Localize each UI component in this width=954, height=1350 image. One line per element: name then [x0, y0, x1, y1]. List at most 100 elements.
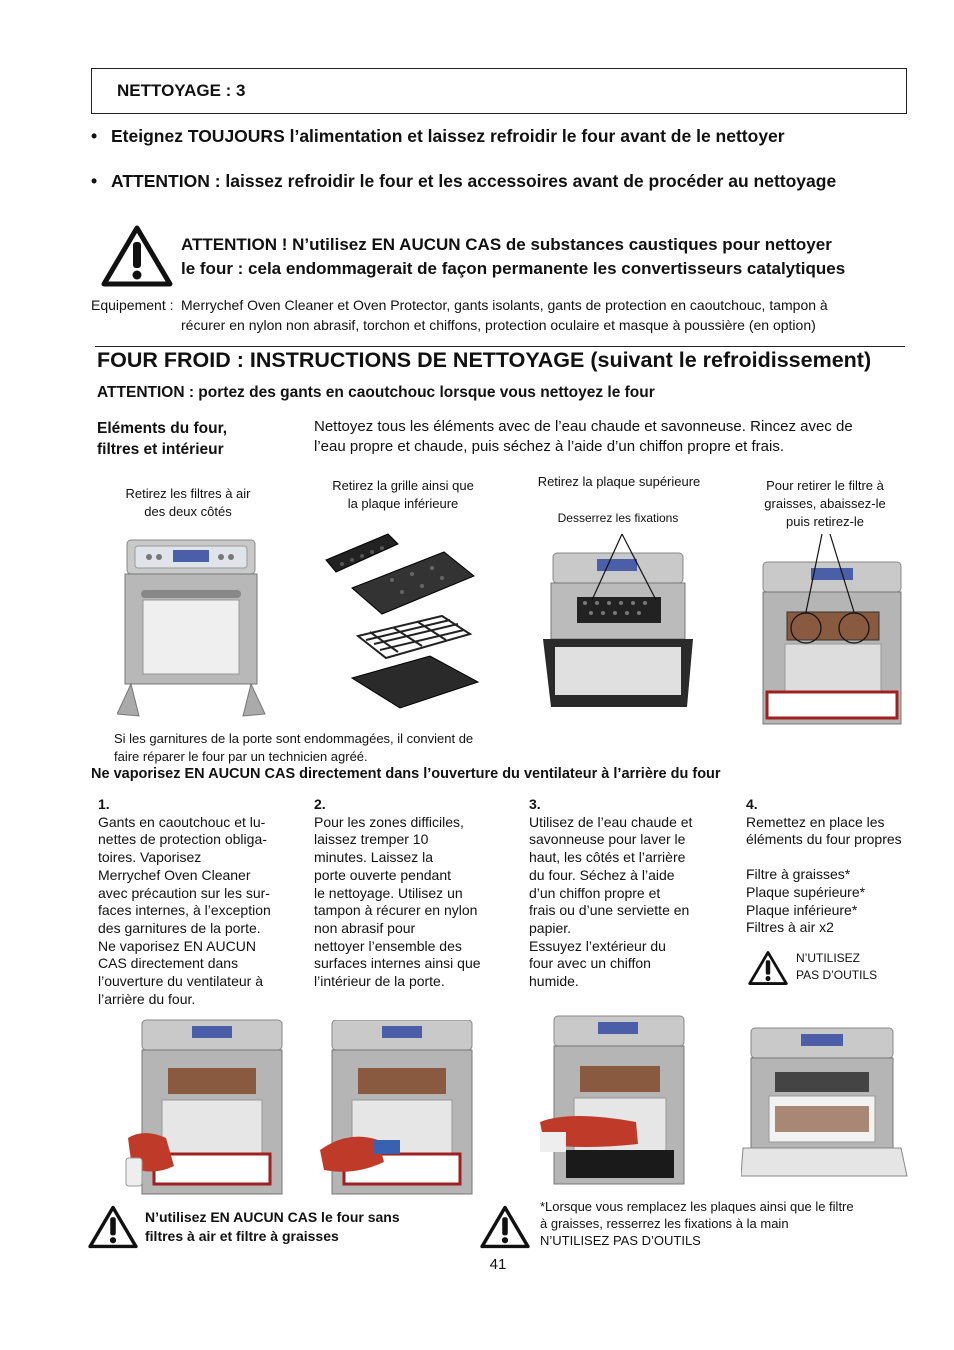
page-number: 41: [489, 1256, 507, 1273]
step-line: Merrychef Oven Cleaner: [98, 866, 251, 883]
door-seal-note: Si les garnitures de la porte sont endom…: [114, 730, 473, 766]
step-line: Filtres à air x2: [746, 919, 834, 936]
step-line: toires. Vaporisez: [98, 849, 202, 866]
elements-text: Nettoyez tous les éléments avec de l’eau…: [314, 417, 853, 456]
step-line: Filtre à graisses*: [746, 866, 851, 883]
step-line: nettes de protection obliga-: [98, 831, 267, 848]
bullet-item: •ATTENTION : laissez refroidir le four e…: [91, 171, 837, 191]
step-line: savonneuse pour laver le: [529, 831, 686, 848]
fixings-note-line: N’UTILISEZ PAS D’OUTILS: [540, 1233, 701, 1248]
step-line: surfaces internes ainsi que: [314, 955, 481, 972]
equipment-label: Equipement :: [91, 297, 174, 313]
caption-air-filters: Retirez les filtres à air des deux côtés: [108, 485, 268, 521]
section-header-title: NETTOYAGE : 3: [117, 81, 246, 100]
step-line: Plaque supérieure*: [746, 883, 866, 900]
step-line: d’un chiffon propre et: [529, 884, 661, 901]
elements-title-line: filtres et intérieur: [97, 441, 224, 458]
oven-top-plate-image: [543, 537, 703, 723]
step-2: 2. Pour les zones difficiles, laissez tr…: [314, 796, 509, 991]
step-1: 1. Gants en caoutchouc et lu- nettes de …: [98, 796, 293, 1008]
caustic-warning-line: ATTENTION ! N’utilisez EN AUCUN CAS de s…: [181, 235, 832, 254]
step-line: non abrasif pour: [314, 919, 416, 936]
step-line: nettoyer l’ensemble des: [314, 937, 462, 954]
oven-wash-image: [540, 1014, 690, 1186]
caption-line: Retirez les filtres à air: [125, 486, 251, 501]
caption-fixings: Desserrez les fixations: [557, 511, 679, 525]
step-4: 4. Remettez en place les éléments du fou…: [746, 796, 926, 937]
step-line: tampon à récurer en nylon: [314, 902, 478, 919]
step-line: laissez tremper 10: [314, 831, 429, 848]
elements-text-line: Nettoyez tous les éléments avec de l’eau…: [314, 418, 853, 435]
oven-spray-image: [124, 1018, 294, 1196]
step-spacer: [746, 849, 926, 866]
step-line: l’intérieur de la porte.: [314, 973, 445, 990]
elements-title: Eléments du four, filtres et intérieur: [97, 418, 227, 460]
step-line: Ne vaporisez EN AUCUN: [98, 937, 256, 954]
step-3: 3. Utilisez de l’eau chaude et savonneus…: [529, 796, 724, 991]
caption-line: Pour retirer le filtre à: [766, 478, 884, 493]
step-line: CAS directement dans: [98, 955, 239, 972]
step-line: Pour les zones difficiles,: [314, 813, 464, 830]
filters-warning-line: N’utilisez EN AUCUN CAS le four sans: [145, 1209, 400, 1225]
step-line: Remettez en place les: [746, 813, 885, 830]
step-line: minutes. Laissez la: [314, 849, 434, 866]
pointer-lines: [591, 533, 657, 601]
step-line: éléments du four propres: [746, 831, 902, 848]
fixings-note-line: *Lorsque vous remplacez les plaques ains…: [540, 1199, 854, 1214]
equipment-line: récurer en nylon non abrasif, torchon et…: [181, 317, 816, 333]
step-line: humide.: [529, 973, 579, 990]
step-line: frais ou d’une serviette en: [529, 902, 690, 919]
section-header-box: NETTOYAGE : 3: [91, 68, 907, 114]
step-number: 2.: [314, 796, 326, 812]
spray-warning: Ne vaporisez EN AUCUN CAS directement da…: [91, 766, 721, 782]
warning-triangle-icon: [88, 1204, 138, 1250]
fixings-note: *Lorsque vous remplacez les plaques ains…: [540, 1198, 854, 1249]
caption-line: puis retirez-le: [785, 514, 865, 529]
oven-scrub-image: [318, 1020, 488, 1196]
caustic-warning: ATTENTION ! N’utilisez EN AUCUN CAS de s…: [181, 233, 845, 281]
step-line: porte ouverte pendant: [314, 866, 451, 883]
warning-triangle-icon: [101, 224, 173, 288]
bullet-text: ATTENTION : laissez refroidir le four et…: [111, 171, 837, 191]
warning-triangle-icon: [480, 1204, 530, 1250]
caption-grease-filter: Pour retirer le filtre à graisses, abais…: [745, 477, 905, 531]
step-line: Utilisez de l’eau chaude et: [529, 813, 693, 830]
step-line: Gants en caoutchouc et lu-: [98, 813, 266, 830]
step-line: le nettoyage. Utilisez un: [314, 884, 463, 901]
step-number: 4.: [746, 796, 758, 812]
filters-warning: N’utilisez EN AUCUN CAS le four sans fil…: [145, 1208, 400, 1246]
step-line: l’arrière du four.: [98, 990, 196, 1007]
step-line: papier.: [529, 919, 572, 936]
bullet-item: •Eteignez TOUJOURS l’alimentation et lai…: [91, 126, 785, 146]
caption-top-plate: Retirez la plaque supérieure: [537, 474, 701, 489]
caption-rack: Retirez la grille ainsi que la plaque in…: [313, 477, 493, 513]
caption-line: la plaque inférieure: [347, 496, 459, 511]
step-number: 1.: [98, 796, 110, 812]
equipment-line: Merrychef Oven Cleaner et Oven Protector…: [181, 297, 828, 313]
caption-line: des deux côtés: [144, 504, 232, 519]
section-rule: [95, 346, 905, 347]
caption-line: graisses, abaissez-le: [764, 496, 886, 511]
step-line: avec précaution sur les sur-: [98, 884, 270, 901]
step-line: Plaque inférieure*: [746, 901, 858, 918]
step-line: l’ouverture du ventilateur à: [98, 973, 263, 990]
door-seal-note-line: Si les garnitures de la porte sont endom…: [114, 731, 474, 746]
oven-grease-filter-image: [759, 560, 909, 730]
warning-triangle-icon: [748, 950, 788, 986]
step-line: haut, les côtés et l’arrière: [529, 849, 686, 866]
caustic-warning-line: le four : cela endommagerait de façon pe…: [181, 259, 846, 278]
rack-parts-image: [322, 530, 482, 720]
elements-text-line: l’eau propre et chaude, puis séchez à l’…: [314, 437, 785, 455]
oven-reassembled-image: [741, 1026, 911, 1182]
gloves-warning: ATTENTION : portez des gants en caoutcho…: [97, 384, 655, 401]
step-line: Essuyez l’extérieur du: [529, 937, 666, 954]
step-number: 3.: [529, 796, 541, 812]
step-line: four avec un chiffon: [529, 955, 651, 972]
section-title: FOUR FROID : INSTRUCTIONS DE NETTOYAGE (…: [97, 348, 872, 372]
oven-open-door-image: [117, 538, 267, 718]
fixings-note-line: à graisses, resserrez les fixations à la…: [540, 1216, 789, 1231]
no-tools-line: PAS D’OUTILS: [796, 968, 878, 982]
filters-warning-line: filtres à air et filtre à graisses: [145, 1228, 339, 1244]
step-line: faces internes, à l’exception: [98, 902, 271, 919]
door-seal-note-line: faire réparer le four par un technicien …: [114, 749, 368, 764]
